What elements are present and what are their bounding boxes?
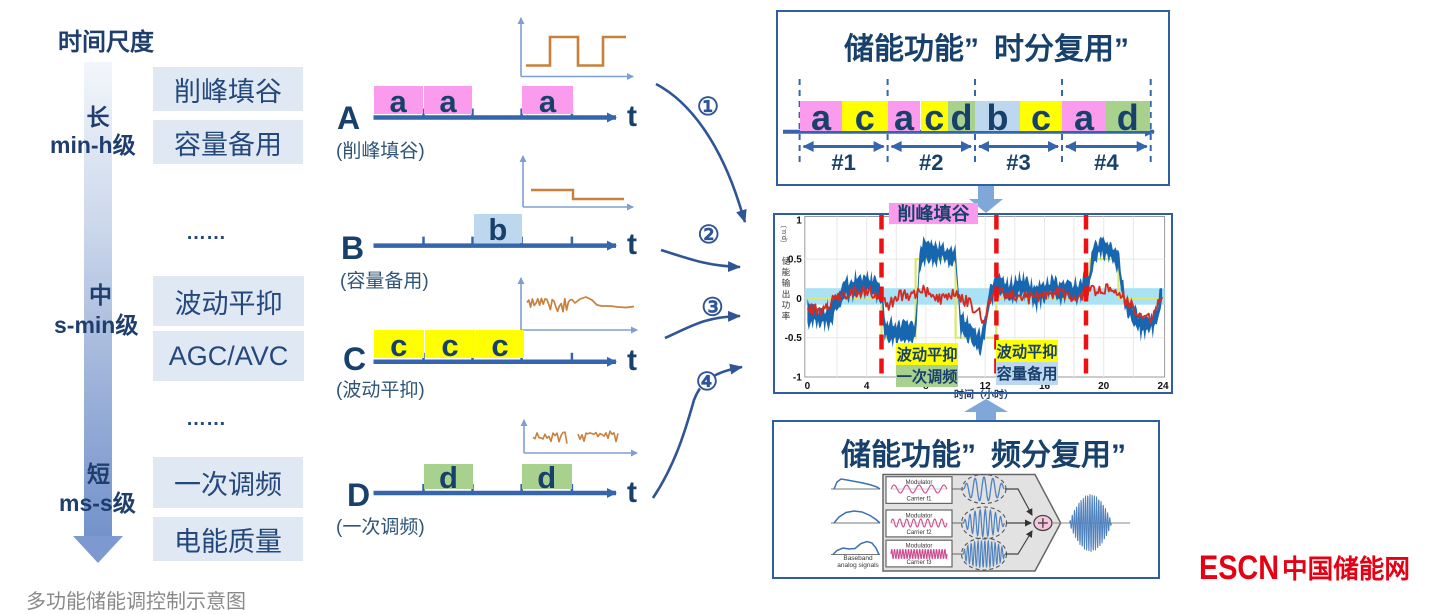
svg-text:Carrier f1: Carrier f1	[906, 496, 932, 502]
svg-text:Modulator: Modulator	[906, 544, 933, 550]
svg-text:中国储能网: 中国储能网	[1282, 554, 1410, 584]
svg-text:④: ④	[696, 368, 718, 396]
svg-text:储: 储	[782, 256, 791, 266]
svg-text:③: ③	[701, 293, 723, 321]
svg-text:Carrier f2: Carrier f2	[906, 530, 932, 536]
svg-text:-0.5: -0.5	[785, 333, 803, 344]
svg-text:0.5: 0.5	[788, 255, 802, 266]
svg-text:Modulator: Modulator	[906, 480, 933, 486]
svg-text:①: ①	[697, 93, 719, 121]
svg-text:24: 24	[1157, 381, 1169, 392]
svg-text:Carrier f3: Carrier f3	[906, 560, 932, 566]
svg-text:-1: -1	[793, 373, 802, 384]
svg-text:Baseband: Baseband	[843, 555, 873, 562]
svg-text:率: 率	[782, 311, 791, 321]
svg-text:Modulator: Modulator	[906, 514, 933, 520]
svg-text:时间（小时）: 时间（小时）	[954, 388, 1014, 401]
svg-text:出: 出	[782, 289, 791, 299]
svg-text:功: 功	[782, 300, 791, 310]
svg-text:ESCN: ESCN	[1199, 549, 1279, 587]
svg-text:4: 4	[864, 381, 870, 392]
svg-text:②: ②	[697, 221, 719, 249]
svg-text:analog signals: analog signals	[837, 562, 879, 569]
svg-text:能: 能	[782, 267, 791, 277]
svg-text:20: 20	[1098, 381, 1110, 392]
svg-text:0: 0	[805, 381, 811, 392]
svg-text:输: 输	[782, 278, 791, 288]
svg-text:0: 0	[796, 294, 802, 305]
svg-text:16: 16	[1039, 381, 1051, 392]
svg-text:1: 1	[796, 215, 802, 226]
svg-text:（p.u.）: （p.u.）	[780, 221, 788, 247]
svg-text:12: 12	[980, 381, 992, 392]
